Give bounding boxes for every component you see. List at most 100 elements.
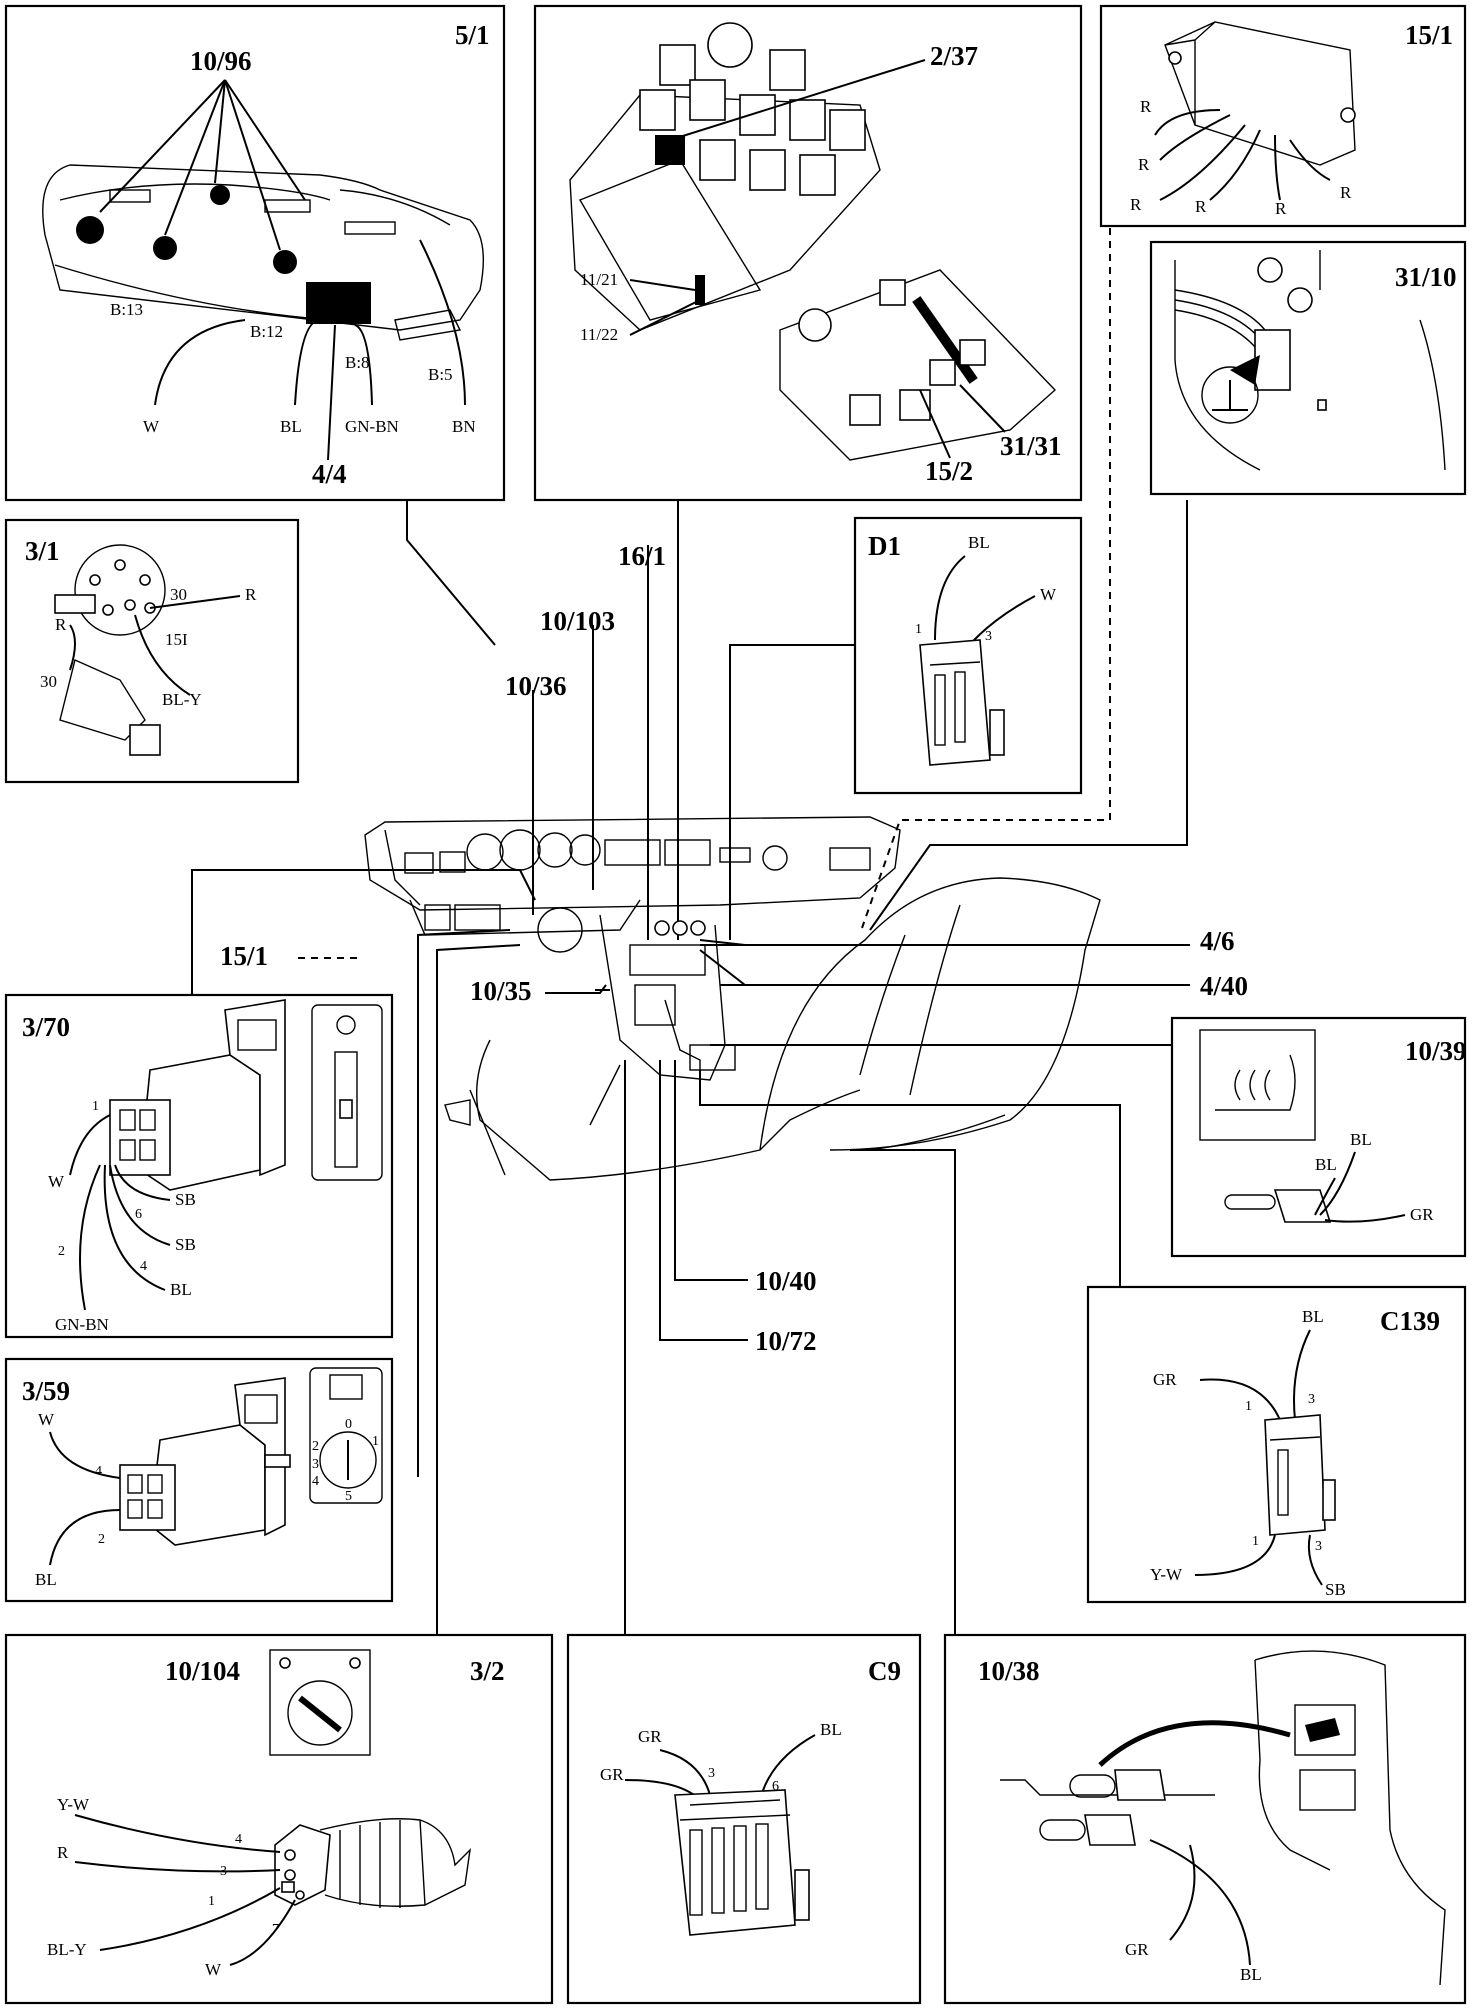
wire-label: SB <box>1325 1580 1346 1599</box>
wire-label: BL-Y <box>47 1940 87 1959</box>
callout-10-72: 10/72 <box>755 1326 817 1356</box>
wire-label: 4 <box>312 1474 319 1489</box>
wire-label: 2 <box>98 1532 105 1547</box>
panel-id: C9 <box>868 1656 901 1686</box>
wire-label: GN-BN <box>345 417 399 436</box>
wire-label: R <box>1140 97 1152 116</box>
wire-label: 1 <box>1252 1534 1259 1549</box>
wire-label: R <box>1130 195 1142 214</box>
wire-label: BL <box>35 1570 57 1589</box>
wire-label: B:12 <box>250 322 283 341</box>
light-switch-drawing <box>269 1649 471 1908</box>
panel-id: C139 <box>1380 1306 1440 1336</box>
wire-label: W <box>143 417 160 436</box>
panel-3-1: 3/1 30 R R 30 15I BL-Y <box>4 518 300 784</box>
wire-label: 4 <box>140 1259 147 1274</box>
callout-10-35: 10/35 <box>470 976 532 1006</box>
wire-label: 5 <box>345 1489 352 1504</box>
panel-3-2: 10/104 3/2 Y-W 4 R 3 1 BL-Y 7 W <box>4 1633 554 2005</box>
panel-10-38: 10/38 GR BL <box>943 1633 1467 2005</box>
panel-10-39: 10/39 BL BL GR <box>1170 1016 1467 1258</box>
wire-label: GR <box>600 1765 624 1784</box>
wire-label: 30 <box>40 672 57 691</box>
callout-10-96: 10/96 <box>190 46 252 76</box>
wire-label: BL <box>1240 1965 1262 1984</box>
panel-c9: C9 GR GR BL 3 6 <box>566 1633 922 2005</box>
wire-label: Y-W <box>57 1795 90 1814</box>
panel-id: 3/59 <box>22 1376 70 1406</box>
wire-label: GR <box>1410 1205 1434 1224</box>
callout-15-2: 15/2 <box>925 456 973 486</box>
wire-label: BL-Y <box>162 690 202 709</box>
panel-31-10: 31/10 <box>1149 240 1467 496</box>
connector-d1 <box>919 639 1005 766</box>
switch-3-59-drawing <box>119 1367 383 1546</box>
wire-label: 3 <box>985 629 992 644</box>
wire-label: BL <box>968 533 990 552</box>
wire-label: W <box>1040 585 1057 604</box>
wire-label: 1 <box>915 622 922 637</box>
wire-label: 1 <box>1245 1399 1252 1414</box>
callout-10-103: 10/103 <box>540 606 615 636</box>
panel-id: 31/10 <box>1395 262 1457 292</box>
wire-label: R <box>1138 155 1150 174</box>
connector-c139 <box>1264 1414 1336 1536</box>
callout-16-1: 16/1 <box>618 541 666 571</box>
wire-label: GR <box>638 1727 662 1746</box>
callout-10-40: 10/40 <box>755 1266 817 1296</box>
wire-label: 11/22 <box>580 325 618 344</box>
wire-label: BL <box>280 417 302 436</box>
wire-label: 11/21 <box>580 270 618 289</box>
panel-id: 3/70 <box>22 1012 70 1042</box>
panel-id: 3/1 <box>25 536 60 566</box>
wire-label: R <box>245 585 257 604</box>
panel-id: 15/1 <box>1405 20 1453 50</box>
panel-id: 2/37 <box>930 41 978 71</box>
callout-4-6: 4/6 <box>1200 926 1235 956</box>
panel-id: 3/2 <box>470 1656 505 1686</box>
connector-c9 <box>674 1789 810 1936</box>
console-light-drawing <box>1000 1650 1446 1986</box>
wire-label: SB <box>175 1235 196 1254</box>
callout-10-104: 10/104 <box>165 1656 240 1686</box>
panel-id: 10/39 <box>1405 1036 1467 1066</box>
panel-c139: C139 BL GR 1 3 1 3 Y-W SB <box>1086 1285 1467 1604</box>
relay-box-drawing <box>569 22 1057 461</box>
panel-2-37: 2/37 11/21 11/22 15/2 31/31 <box>533 4 1083 502</box>
wire-label: R <box>1340 183 1352 202</box>
wire-label: 6 <box>772 1779 779 1794</box>
wire-label: BL <box>170 1280 192 1299</box>
wire-label: 30 <box>170 585 187 604</box>
wire-label: 3 <box>1308 1392 1315 1407</box>
wire-label: BN <box>452 417 476 436</box>
wire-label: B:13 <box>110 300 143 319</box>
callout-31-31: 31/31 <box>1000 431 1062 461</box>
wire-label: Y-W <box>1150 1565 1183 1584</box>
panel-id: D1 <box>868 531 901 561</box>
wire-label: 2 <box>312 1439 319 1454</box>
wire-label: W <box>48 1172 65 1191</box>
wire-label: 1 <box>92 1099 99 1114</box>
wire-label: 1 <box>208 1894 215 1909</box>
ground-point-drawing <box>1174 250 1446 471</box>
wire-label: R <box>57 1843 69 1862</box>
callout-15-1: 15/1 <box>220 941 268 971</box>
wire-label: 1 <box>372 1434 379 1449</box>
wire-label: 4 <box>235 1832 242 1847</box>
callout-4-40: 4/40 <box>1200 971 1248 1001</box>
wire-label: 3 <box>708 1766 715 1781</box>
wire-label: B:5 <box>428 365 453 384</box>
wire-label: 6 <box>135 1207 142 1222</box>
module-drawing <box>1164 21 1356 166</box>
wire-label: R <box>1195 197 1207 216</box>
dashboard-drawing <box>364 816 1101 1181</box>
wire-label: GR <box>1125 1940 1149 1959</box>
wire-label: BL <box>1315 1155 1337 1174</box>
instrument-cluster-drawing <box>42 164 485 341</box>
wire-label: 3 <box>312 1457 319 1472</box>
panel-id: 5/1 <box>455 20 490 50</box>
panel-d1: D1 BL W 1 3 <box>853 516 1083 795</box>
callout-10-36: 10/36 <box>505 671 567 701</box>
wire-label: BL <box>1302 1307 1324 1326</box>
panel-id: 10/38 <box>978 1656 1040 1686</box>
